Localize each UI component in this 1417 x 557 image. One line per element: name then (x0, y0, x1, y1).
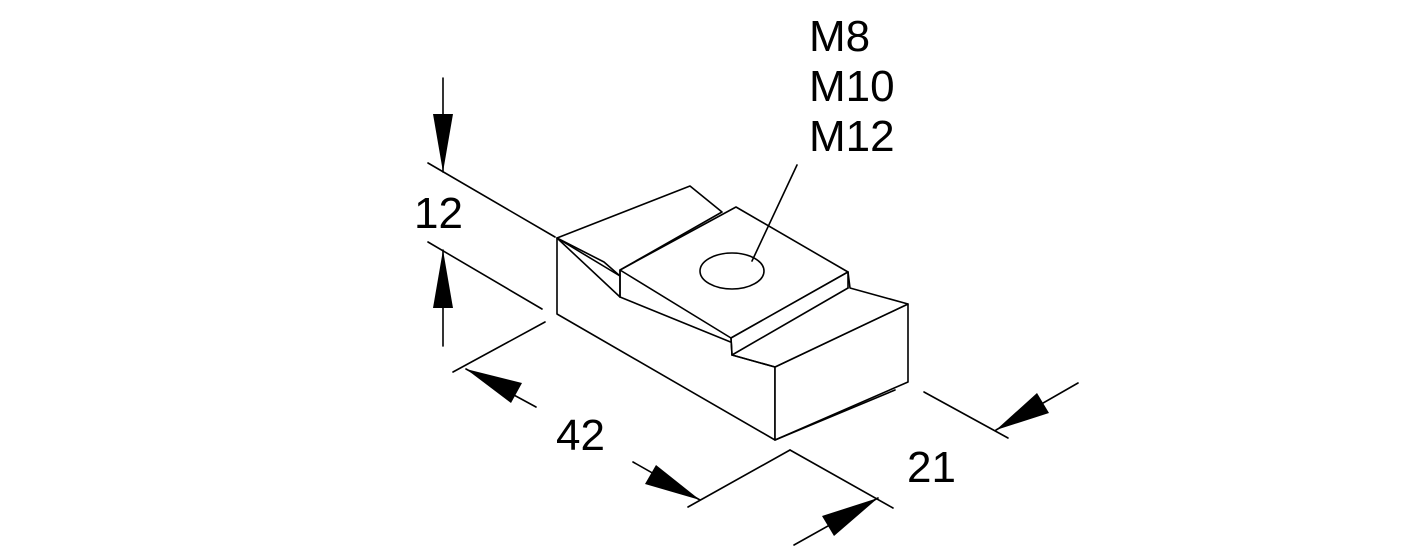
nut-body (556, 185, 909, 441)
extension-line-left (452, 321, 546, 373)
threaded-hole (699, 252, 765, 290)
chamfer-edge-left (556, 237, 621, 298)
extension-line-back (923, 391, 1009, 439)
dim-width-label: 21 (907, 443, 956, 492)
arrow-right (645, 465, 700, 500)
extension-line-front (789, 449, 894, 509)
bottom-edge (774, 389, 896, 441)
arrow-left (466, 369, 522, 403)
chamfer-edge-right (731, 354, 776, 368)
dimension-height: 12 (414, 77, 556, 347)
arrow-down (433, 114, 453, 172)
arrow-back (996, 393, 1049, 430)
extension-line-bottom (427, 241, 543, 310)
dim-height-label: 12 (414, 189, 463, 238)
thread-size-m10: M10 (809, 62, 895, 111)
extension-line-right (687, 449, 791, 508)
dimension-width: 21 (789, 382, 1079, 546)
arrow-front (822, 498, 878, 536)
thread-leader-line (751, 164, 798, 262)
land-front-step (730, 337, 733, 356)
arrow-up (433, 250, 453, 308)
dim-length-label: 42 (556, 411, 605, 460)
dimension-length: 42 (452, 321, 791, 508)
land-lower-edge (731, 287, 849, 356)
extension-line-top (427, 162, 556, 238)
thread-size-m8: M8 (809, 12, 871, 61)
thread-size-m12: M12 (809, 112, 895, 161)
